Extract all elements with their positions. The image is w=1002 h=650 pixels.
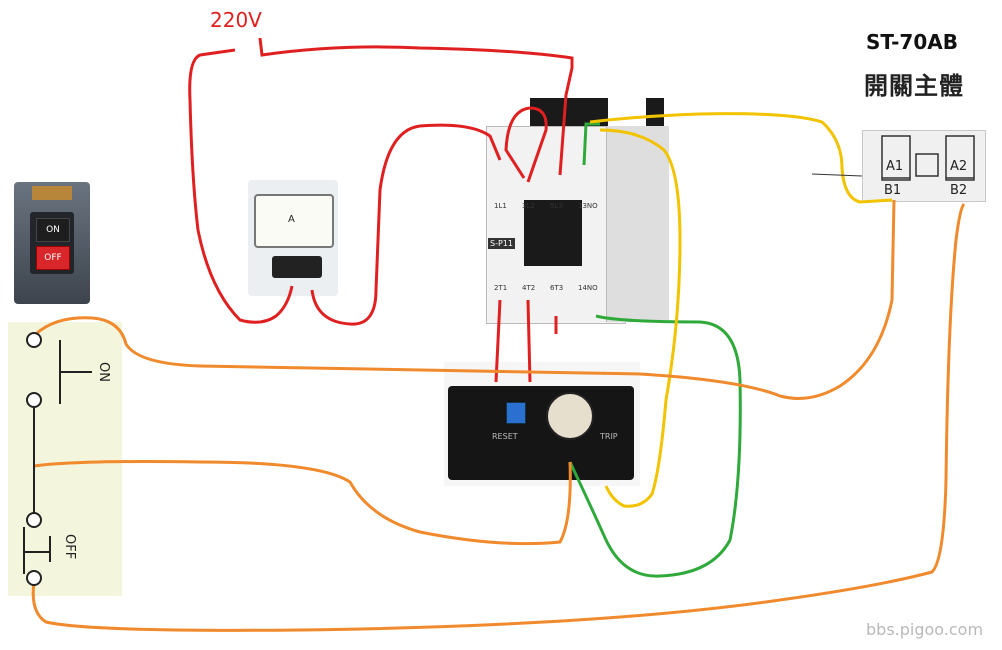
off-button[interactable]: OFF xyxy=(36,246,70,270)
off-button-label: OFF xyxy=(44,253,62,263)
red-wire-ammeter-loop xyxy=(310,123,502,326)
terminal-b2: B2 xyxy=(950,183,967,198)
device-name-label: 開關主體 xyxy=(864,71,964,100)
orange-wire-on-top xyxy=(34,199,896,400)
red-wire-supply-left xyxy=(188,48,294,324)
station-nameplate xyxy=(32,186,72,200)
reset-label: RESET xyxy=(492,432,518,441)
contactor-model-label: S-P11 xyxy=(488,238,515,249)
overload-relay: RESET TRIP xyxy=(444,362,640,486)
ammeter-base xyxy=(272,256,322,278)
red-wire-terminal-3 xyxy=(504,106,548,183)
ammeter-unit: A xyxy=(288,214,295,225)
contactor-terminal-5: 5L3 xyxy=(550,202,563,210)
contactor-side xyxy=(606,126,669,322)
red-wire-output-1 xyxy=(494,299,502,383)
device-model-label: ST-70AB xyxy=(866,30,958,54)
contactor-terminal-13: 13NO xyxy=(578,202,598,210)
contactor-terminal-2: 2T1 xyxy=(494,284,508,292)
red-wire-supply-right xyxy=(258,37,574,176)
watermark: bbs.pigoo.com xyxy=(866,620,984,639)
switch-off-label: OFF xyxy=(62,534,77,559)
yellow-wire-to-a1 xyxy=(589,112,893,204)
orange-wire-off-bottom xyxy=(31,202,966,632)
green-wire-13no xyxy=(582,122,600,166)
on-button-label: ON xyxy=(46,225,60,235)
on-button[interactable]: ON xyxy=(36,218,70,242)
ammeter: A xyxy=(248,180,338,296)
terminal-a1: A1 xyxy=(886,159,903,174)
contactor-terminal-14: 14NO xyxy=(578,284,598,292)
contactor: S-P11 1L1 3L2 5L3 13NO 2T1 4T2 6T3 14NO xyxy=(486,98,672,330)
terminal-b1: B1 xyxy=(884,183,901,198)
relay-body xyxy=(448,386,634,480)
terminal-a2: A2 xyxy=(950,159,967,174)
trip-label: TRIP xyxy=(600,432,618,441)
setting-dial[interactable] xyxy=(546,392,594,440)
switch-on-label: ON xyxy=(96,362,111,382)
switch-schematic xyxy=(23,332,92,586)
reset-button[interactable] xyxy=(506,402,526,424)
button-panel: ON OFF xyxy=(30,212,74,274)
contactor-coil-cap xyxy=(646,98,664,128)
contactor-terminal-6: 6T3 xyxy=(550,284,564,292)
contactor-terminal-4: 4T2 xyxy=(522,284,536,292)
green-wire-14no-relay xyxy=(568,314,742,578)
switch-schematic-panel xyxy=(8,322,122,596)
contactor-terminal-3: 3L2 xyxy=(522,202,535,210)
contactor-window xyxy=(524,200,582,266)
red-wire-output-2 xyxy=(526,299,532,383)
orange-wire-off-common xyxy=(33,460,572,546)
push-button-station: ON OFF xyxy=(14,182,90,304)
ammeter-face xyxy=(254,194,334,248)
contactor-terminal-1: 1L1 xyxy=(494,202,507,210)
supply-voltage-label: 220V xyxy=(210,8,262,32)
main-body-terminals xyxy=(811,135,975,181)
